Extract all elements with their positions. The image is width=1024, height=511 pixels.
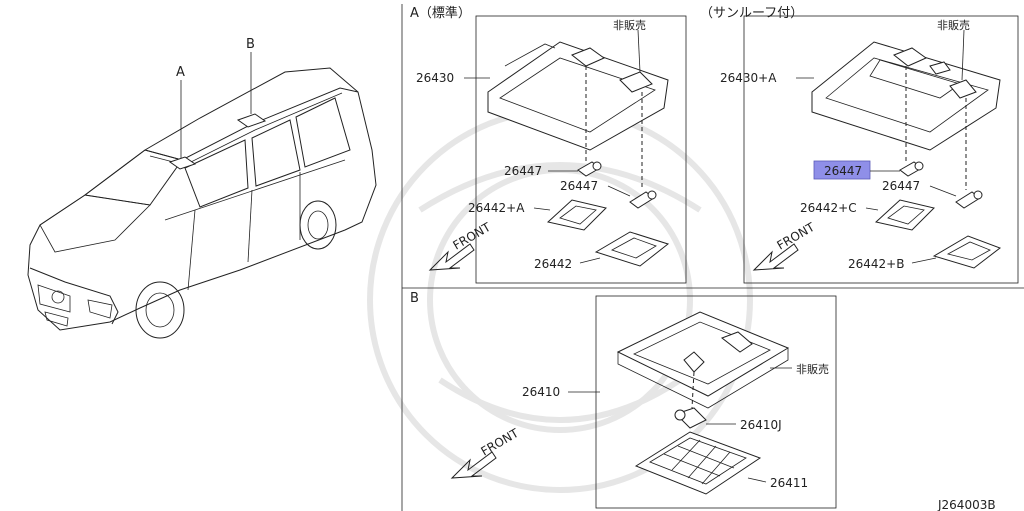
highlighted-part-box [813,160,871,180]
b-lamp-assy-label: 26410 [522,385,560,399]
section-sunroof-label: （サンルーフ付） [700,6,803,21]
b-bulb-label: 26410J [740,418,782,432]
sr-bulb-1-label: 26447 [824,164,862,178]
a-lens-1-label: 26442+A [468,201,525,215]
panel-b-parts [450,311,792,495]
callout-b: B [246,37,255,52]
diagram-code: J264003B [937,498,996,511]
panel-b-frame [595,295,837,509]
a-not-sold-label: 非販売 [613,19,646,32]
panel-a-frame [475,15,687,284]
a-lamp-assy-label: 26430 [416,71,454,85]
sr-not-sold-label: 非販売 [937,19,970,32]
sr-lens-2-label: 26442+B [848,257,904,271]
section-a-label: A（標準） [410,5,471,21]
b-front-label: FRONT [479,426,522,459]
sr-lamp-assy-label: 26430+A [720,71,777,85]
a-lens-2-label: 26442 [534,257,572,271]
sr-bulb-2-label: 26447 [882,179,920,193]
b-lens-label: 26411 [770,476,808,490]
panel-sunroof-frame [743,15,1019,284]
a-bulb-1-label: 26447 [504,164,542,178]
sr-lens-1-label: 26442+C [800,201,857,215]
callout-a: A [176,65,185,80]
section-b-label: B [410,291,419,306]
panel-a-parts [428,29,670,271]
a-bulb-2-label: 26447 [560,179,598,193]
panel-sunroof-parts [752,29,1002,271]
vehicle-illustration [27,52,377,339]
b-not-sold-label: 非販売 [796,363,829,376]
